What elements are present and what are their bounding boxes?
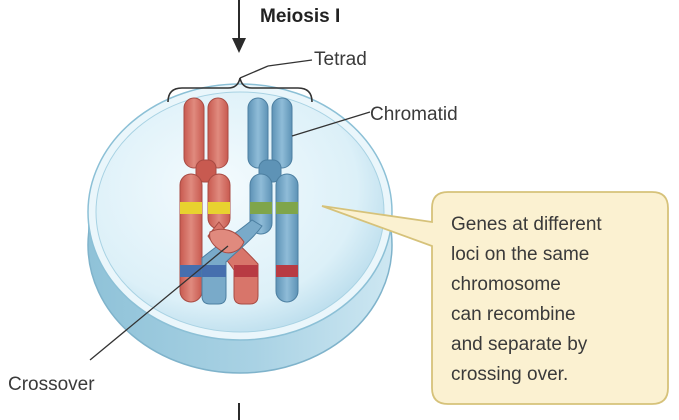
- tetrad-label: Tetrad: [314, 49, 367, 70]
- crossover-band-blue-segment: [202, 265, 226, 277]
- chromatid-label: Chromatid: [370, 104, 458, 125]
- callout-line: Genes at different: [451, 214, 602, 235]
- gene-band-a-maternal: [180, 202, 202, 214]
- gene-band-b-maternal: [180, 265, 202, 277]
- gene-band-a-paternal: [250, 202, 272, 214]
- chromatid-leader: [291, 111, 371, 137]
- gene-band-a-maternal-2: [208, 202, 230, 214]
- crossover-label: Crossover: [8, 374, 95, 395]
- crossover-leader: [89, 245, 229, 361]
- paternal-chromosome: [247, 97, 299, 303]
- callout-line: loci on the same: [451, 244, 589, 265]
- gene-band-b-paternal: [276, 265, 298, 277]
- crossover-band-red-segment: [234, 265, 258, 277]
- gene-band-a-paternal-2: [276, 202, 298, 214]
- callout-line: can recombine: [451, 304, 576, 325]
- tetrad-brace: [167, 59, 313, 103]
- stage-title: Meiosis I: [260, 6, 340, 27]
- maternal-chromosome: [179, 97, 231, 303]
- callout-bubble: Genes at different loci on the same chro…: [321, 191, 669, 405]
- callout-line: crossing over.: [451, 364, 568, 385]
- callout-text: Genes at different loci on the same chro…: [451, 214, 607, 385]
- callout-line: and separate by: [451, 334, 588, 355]
- cell: [87, 83, 393, 374]
- incoming-arrow: [232, 0, 246, 53]
- crossover-chromatids: [201, 219, 263, 305]
- tetrad-chromosomes: [179, 97, 299, 305]
- callout-line: chromosome: [451, 274, 561, 295]
